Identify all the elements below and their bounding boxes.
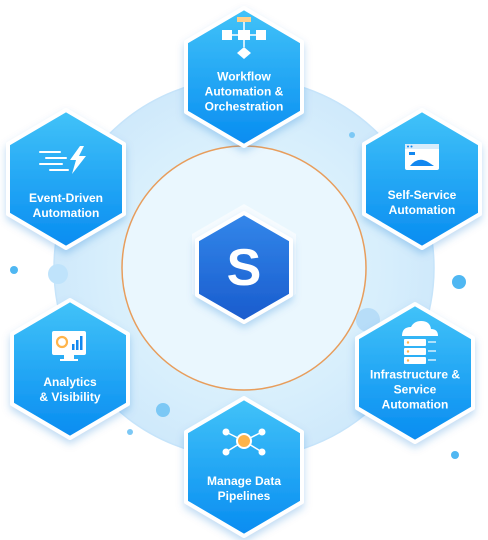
label-line: Automation xyxy=(32,206,100,220)
flowchart-icon xyxy=(222,17,266,59)
label-data-pipelines: Manage Data Pipelines xyxy=(207,474,281,504)
label-self-service: Self-Service Automation xyxy=(388,188,457,218)
browser-window-icon xyxy=(405,144,439,170)
network-nodes-icon xyxy=(222,428,266,456)
label-workflow: Workflow Automation & Orchestration xyxy=(205,70,284,115)
label-line: Manage Data xyxy=(206,474,282,488)
hex-event-driven[interactable] xyxy=(6,108,126,250)
label-line: Self-Service xyxy=(387,188,457,202)
cloud-server-icon xyxy=(402,321,438,364)
hex-workflow[interactable] xyxy=(184,6,304,148)
label-line: & Visibility xyxy=(39,390,101,404)
label-analytics: Analytics & Visibility xyxy=(39,375,100,405)
hub-hexagon xyxy=(195,211,293,324)
label-line: Automation & xyxy=(204,84,284,99)
bubble xyxy=(349,132,355,138)
bubble xyxy=(451,451,459,459)
bubble xyxy=(127,429,133,435)
label-event-driven: Event-Driven Automation xyxy=(29,191,103,221)
monitor-chart-icon xyxy=(52,331,86,361)
label-line: Orchestration xyxy=(204,99,284,114)
speed-lightning-icon xyxy=(39,146,86,174)
label-infrastructure: Infrastructure & Service Automation xyxy=(370,368,460,413)
hub-logo-letter: S xyxy=(226,239,262,297)
hex-analytics[interactable] xyxy=(10,298,130,440)
hex-self-service[interactable] xyxy=(362,108,482,250)
label-line: Pipelines xyxy=(217,489,271,503)
label-line: Infrastructure & xyxy=(369,367,461,382)
label-line: Workflow xyxy=(217,69,271,84)
bubble xyxy=(10,266,18,274)
bubble xyxy=(452,275,466,289)
hex-data-pipelines[interactable] xyxy=(184,396,304,538)
label-line: Service xyxy=(393,382,437,397)
label-line: Analytics xyxy=(43,375,97,389)
hex-infrastructure[interactable] xyxy=(355,302,475,444)
label-line: Automation xyxy=(388,203,456,217)
label-line: Automation xyxy=(381,397,449,412)
bubble xyxy=(48,264,68,284)
bubble xyxy=(156,403,170,417)
label-line: Event-Driven xyxy=(28,191,104,205)
